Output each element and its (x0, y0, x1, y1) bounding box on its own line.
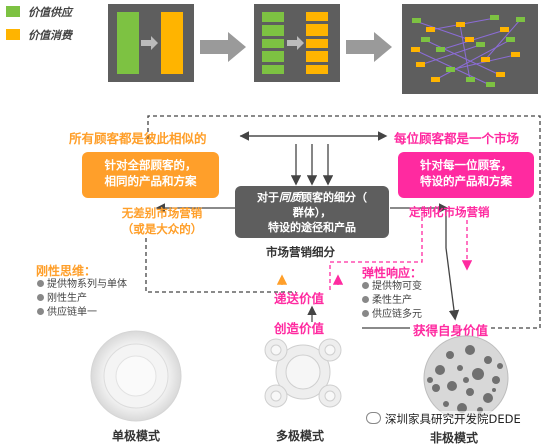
segment-offer-line1b: 顾客的细分（ (301, 191, 367, 204)
legend-consume-label: 价值消费 (28, 29, 72, 42)
big-arrow-2 (346, 32, 392, 62)
flexible-title: 弹性响应： (362, 266, 423, 280)
unipolar-circles (90, 330, 182, 422)
segment-offer-line2: 群体）， (292, 206, 332, 219)
custom-offer-line1: 针对每一位顾客， (420, 158, 512, 172)
mass-offer-line1: 针对全部顾客的， (104, 158, 197, 172)
top-dashed-loop (147, 115, 541, 329)
watermark-text: 深圳家具研究开发院DEDE (385, 412, 521, 426)
mass-marketing-line1: 无差别市场营销 (121, 206, 203, 220)
segment-offer-line1a: 对于 (257, 191, 279, 204)
nonpolar-circle (423, 335, 509, 421)
segment-marketing-label: 市场营销细分 (266, 245, 335, 259)
segment-offer-line3: 特设的途径和产品 (268, 221, 356, 234)
rigid-title: 刚性思维： (36, 264, 97, 278)
left-header: 所有顾客都是彼此相似的 (69, 131, 207, 146)
segment-offer-box: 对于同质顾客的细分（ 群体）， 特设的途径和产品 (235, 186, 389, 238)
panel1-arrow (141, 36, 158, 50)
mode-unipolar-label: 单极模式 (112, 429, 161, 443)
watermark: 深圳家具研究开发院DEDE (366, 411, 521, 427)
wechat-icon (366, 412, 381, 424)
custom-offer-box: 针对每一位顾客， 特设的产品和方案 (398, 152, 534, 198)
deliver-value-label: 递送价值 (274, 291, 325, 306)
panel1-supply-bar (117, 12, 139, 74)
mode-illustrations (90, 330, 509, 422)
flexible-item: 提供物可变 (362, 280, 422, 294)
mode-multipolar-label: 多极模式 (276, 429, 325, 443)
mass-marketing-line2: （或是大众的） (121, 222, 203, 236)
multipolar-circles (264, 338, 342, 408)
panel2-supply-bars (262, 12, 284, 74)
obtain-value-label: 获得自身价值 (413, 323, 489, 338)
panel2-arrow (287, 36, 304, 50)
panel3-network-nodes (411, 15, 525, 87)
legend-consume-swatch (6, 29, 20, 40)
flow-connectors (145, 115, 541, 329)
magenta-dashed-loop (329, 216, 423, 290)
evolution-illustration (108, 4, 538, 94)
flexible-item: 柔性生产 (362, 294, 422, 308)
rigid-list: 提供物系列与单体 刚性生产 供应链单一 (37, 278, 127, 320)
rigid-item: 刚性生产 (37, 292, 127, 306)
big-arrow-1 (200, 32, 246, 62)
rigid-item: 供应链单一 (37, 306, 127, 320)
right-solid-arrow (445, 208, 460, 321)
mass-offer-line2: 相同的产品和方案 (104, 174, 197, 188)
mode-nonpolar-label: 非极模式 (430, 431, 479, 445)
custom-marketing-label: 定制化市场营销 (409, 205, 490, 219)
segment-offer-emphasis: 同质 (279, 191, 301, 204)
flexible-list: 提供物可变 柔性生产 供应链多元 (362, 280, 422, 322)
mass-offer-box: 针对全部顾客的， 相同的产品和方案 (82, 152, 219, 198)
legend-supply-swatch (6, 6, 20, 17)
legend-supply-label: 价值供应 (28, 6, 72, 19)
panel3-network-lines (414, 17, 521, 86)
right-header: 每位顾客都是一个市场 (394, 131, 520, 146)
flexible-item: 供应链多元 (362, 308, 422, 322)
panel1-consume-bar (161, 12, 183, 74)
rigid-item: 提供物系列与单体 (37, 278, 127, 292)
left-dashed-loop (145, 238, 296, 293)
mass-marketing-label: 无差别市场营销 （或是大众的） (102, 205, 222, 237)
custom-offer-line2: 特设的产品和方案 (420, 174, 512, 188)
panel2-consume-bars (306, 12, 328, 74)
segment-offer-line1: 对于同质顾客的细分（ (235, 190, 389, 205)
create-value-label: 创造价值 (274, 321, 325, 336)
